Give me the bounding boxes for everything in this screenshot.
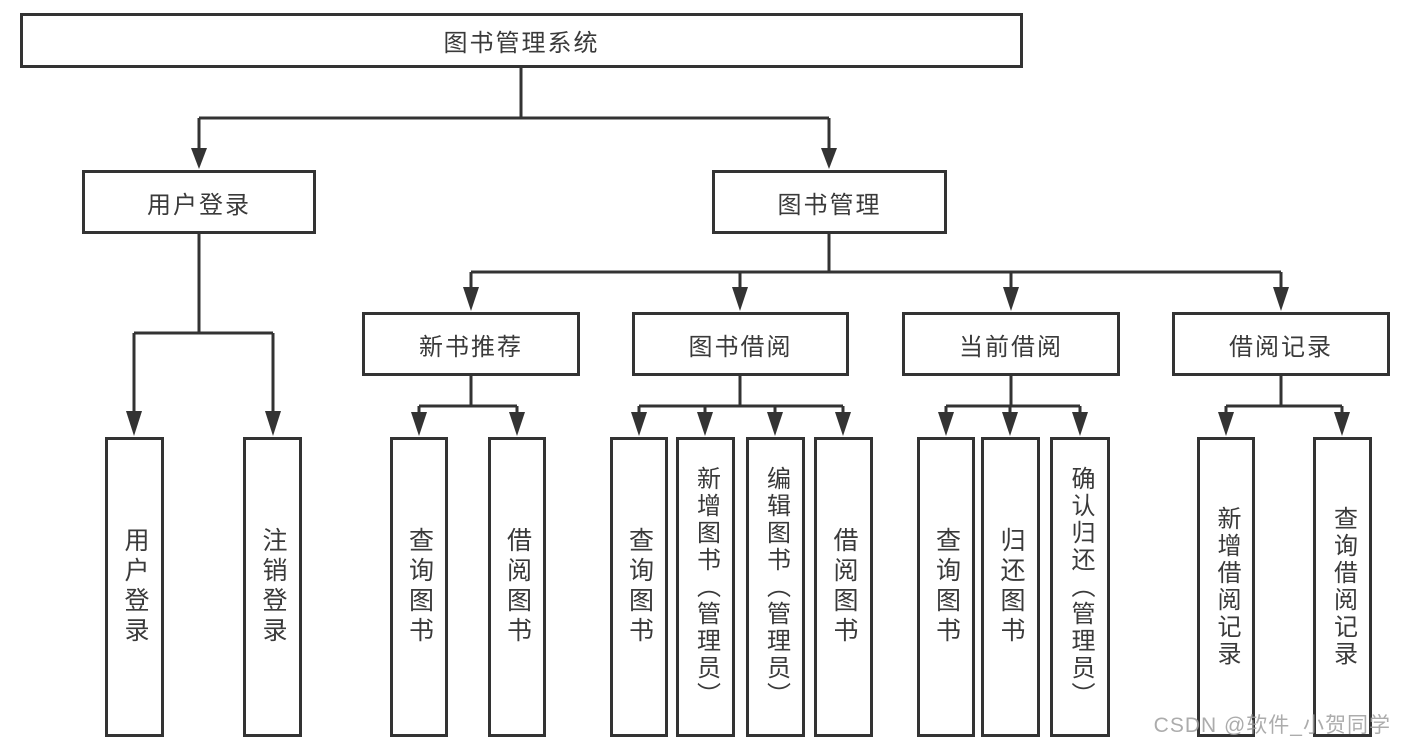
leaf-return-books: 归还图书 — [981, 437, 1040, 737]
connector-user-login-branch — [126, 234, 281, 436]
node-label: 用户登录 — [121, 527, 149, 647]
leaf-borrow-books-recommend: 借阅图书 — [488, 437, 546, 737]
leaf-borrow-books: 借阅图书 — [814, 437, 873, 737]
node-label: 新增借阅记录 — [1213, 506, 1240, 668]
node-label: 图书管理 — [777, 191, 882, 219]
node-label: 图书借阅 — [688, 333, 793, 361]
node-label: 新书推荐 — [419, 333, 523, 361]
leaf-confirm-return-admin: 确认归还（管理员） — [1050, 437, 1110, 737]
node-label: 注销登录 — [259, 527, 287, 647]
node-new-book-recommend: 新书推荐 — [362, 312, 580, 376]
leaf-add-borrow-record: 新增借阅记录 — [1197, 437, 1255, 737]
leaf-user-login: 用户登录 — [105, 437, 164, 737]
node-label: 新增图书（管理员） — [692, 465, 720, 709]
leaf-query-books-borrow: 查询图书 — [610, 437, 668, 737]
node-borrow-record: 借阅记录 — [1172, 312, 1390, 376]
node-label: 确认归还（管理员） — [1067, 465, 1094, 709]
node-user-login: 用户登录 — [82, 170, 316, 234]
connector-book-borrow-branch — [631, 376, 851, 436]
node-current-borrow: 当前借阅 — [902, 312, 1120, 376]
node-label: 用户登录 — [147, 191, 251, 219]
node-label: 当前借阅 — [959, 333, 1063, 361]
node-label: 查询图书 — [405, 527, 434, 647]
node-label: 查询借阅记录 — [1329, 506, 1357, 668]
connector-borrow-record-branch — [1218, 376, 1350, 436]
node-label: 借阅图书 — [503, 527, 532, 647]
leaf-add-books-admin: 新增图书（管理员） — [676, 437, 735, 737]
node-label: 查询图书 — [932, 527, 961, 647]
leaf-query-books-recommend: 查询图书 — [390, 437, 448, 737]
connector-current-borrow-branch — [938, 376, 1088, 436]
node-label: 归还图书 — [997, 527, 1025, 647]
node-label: 编辑图书（管理员） — [762, 465, 790, 709]
node-book-management: 图书管理 — [712, 170, 947, 234]
leaf-query-books-current: 查询图书 — [917, 437, 975, 737]
csdn-watermark: CSDN @软件_小贺同学 — [1153, 714, 1391, 737]
leaf-query-borrow-record: 查询借阅记录 — [1313, 437, 1372, 737]
node-label: 查询图书 — [625, 527, 654, 647]
node-library-system: 图书管理系统 — [20, 13, 1023, 68]
node-label: 借阅记录 — [1229, 333, 1333, 361]
leaf-edit-books-admin: 编辑图书（管理员） — [746, 437, 805, 737]
connector-book-management-to-level3 — [463, 234, 1289, 311]
connector-root-to-level2 — [191, 68, 837, 169]
node-label: 图书管理系统 — [443, 30, 600, 57]
node-book-borrow: 图书借阅 — [632, 312, 849, 376]
leaf-logout: 注销登录 — [243, 437, 302, 737]
connector-new-book-branch — [411, 376, 525, 436]
node-label: 借阅图书 — [830, 527, 858, 647]
